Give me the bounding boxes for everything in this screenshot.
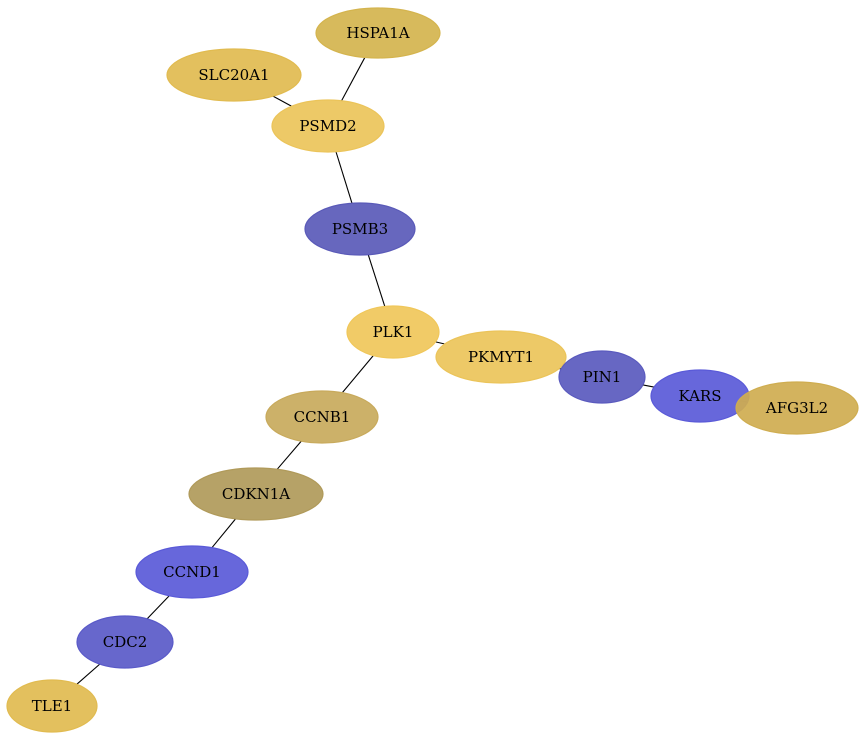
edge-ccnd1-cdc2 xyxy=(146,595,170,620)
node-shape-cdkn1a xyxy=(188,467,324,521)
node-label-psmd2: PSMD2 xyxy=(299,117,356,135)
node-hspa1a[interactable]: HSPA1A xyxy=(315,7,441,59)
node-psmb3[interactable]: PSMB3 xyxy=(304,202,416,256)
edge-plk1-ccnb1 xyxy=(341,355,374,394)
node-plk1[interactable]: PLK1 xyxy=(346,305,440,359)
edge-pin1-kars xyxy=(642,384,655,388)
edge-psmd2-psmb3 xyxy=(335,151,353,204)
node-psmd2[interactable]: PSMD2 xyxy=(271,99,385,153)
node-shape-pkmyt1 xyxy=(435,330,567,384)
node-layer: HSPA1A SLC20A1PSMD2PSMB3PLK1PKMYT1PIN1KAR… xyxy=(6,7,859,733)
node-label-kars: KARS xyxy=(678,387,721,405)
node-shape-cdc2 xyxy=(76,615,174,669)
node-label-tle1: TLE1 xyxy=(32,697,72,715)
node-label-cdkn1a: CDKN1A xyxy=(222,485,290,503)
node-label-pkmyt1: PKMYT1 xyxy=(468,348,534,366)
node-label-hspa1a: HSPA1A xyxy=(346,24,409,42)
node-shape-ccnd1 xyxy=(135,545,249,599)
node-ccnd1[interactable]: CCND1 xyxy=(135,545,249,599)
node-shape-pin1 xyxy=(558,350,646,404)
node-shape-afg3l2 xyxy=(735,381,859,435)
edge-ccnb1-cdkn1a xyxy=(276,440,302,470)
node-label-cdc2: CDC2 xyxy=(103,633,148,651)
edge-cdc2-tle1 xyxy=(76,663,101,685)
node-pkmyt1[interactable]: PKMYT1 xyxy=(435,330,567,384)
node-label-plk1: PLK1 xyxy=(373,323,414,341)
node-shape-tle1 xyxy=(6,679,98,733)
node-kars[interactable]: KARS xyxy=(650,369,750,423)
node-label-pin1: PIN1 xyxy=(583,368,622,386)
node-ccnb1[interactable]: CCNB1 xyxy=(265,390,379,444)
node-shape-plk1 xyxy=(346,305,440,359)
node-cdc2[interactable]: CDC2 xyxy=(76,615,174,669)
edge-psmb3-plk1 xyxy=(367,254,386,307)
node-slc20a1[interactable]: SLC20A1 xyxy=(166,48,302,102)
node-shape-slc20a1 xyxy=(166,48,302,102)
edge-plk1-pkmyt1 xyxy=(435,341,445,345)
node-shape-ccnb1 xyxy=(265,390,379,444)
edge-slc20a1-psmd2 xyxy=(272,95,292,107)
node-label-afg3l2: AFG3L2 xyxy=(765,399,828,417)
node-afg3l2[interactable]: AFG3L2 xyxy=(735,381,859,435)
node-pin1[interactable]: PIN1 xyxy=(558,350,646,404)
node-label-slc20a1: SLC20A1 xyxy=(198,66,269,84)
node-shape-psmb3 xyxy=(304,202,416,256)
node-label-ccnb1: CCNB1 xyxy=(294,408,351,426)
node-tle1[interactable]: TLE1 xyxy=(6,679,98,733)
node-shape-hspa1a xyxy=(315,7,441,59)
node-label-ccnd1: CCND1 xyxy=(163,563,221,581)
node-cdkn1a[interactable]: CDKN1A xyxy=(188,467,324,521)
edge-hspa1a-psmd2 xyxy=(341,57,366,102)
node-shape-psmd2 xyxy=(271,99,385,153)
edge-cdkn1a-ccnd1 xyxy=(211,518,237,549)
node-label-psmb3: PSMB3 xyxy=(332,220,388,238)
